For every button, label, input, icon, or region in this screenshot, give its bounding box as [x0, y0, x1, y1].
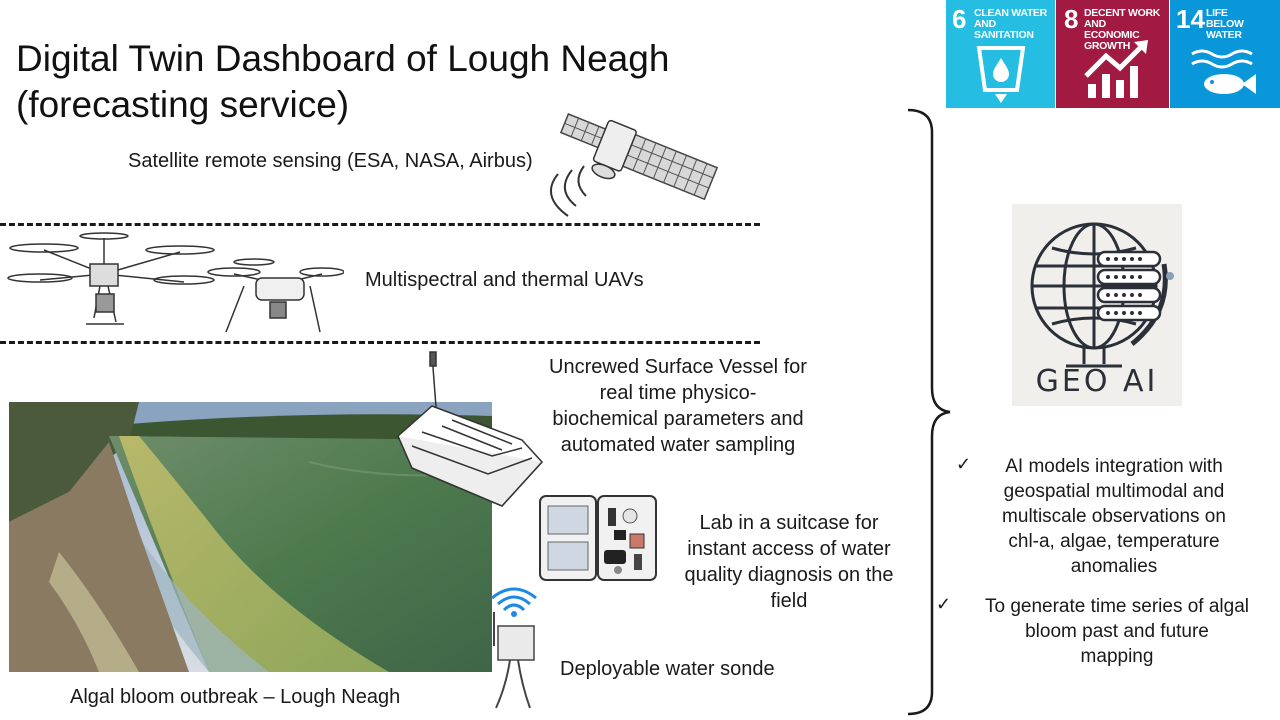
satellite-label: Satellite remote sensing (ESA, NASA, Air… [128, 150, 533, 172]
lab-label-line: instant access of water [687, 538, 891, 560]
outcome-line: mapping [1080, 646, 1154, 667]
photo-caption: Algal bloom outbreak – Lough Neagh [70, 686, 401, 708]
surface-vessel-icon [397, 351, 544, 507]
outcome-item: ✓ AI models integration with geospatial … [956, 454, 1256, 579]
sdg-6-tile: 6 CLEAN WATER AND SANITATION [946, 0, 1055, 108]
usv-label-line: Uncrewed Surface Vessel for [549, 356, 807, 378]
sdg-title-line: DECENT WORK AND [1084, 7, 1161, 30]
grouping-brace [907, 108, 951, 716]
lab-label-line: Lab in a suitcase for [699, 512, 879, 534]
outcome-text: To generate time series of algal bloom p… [958, 594, 1276, 669]
lab-label-line: field [770, 590, 808, 612]
sdg-title: LIFE BELOW WATER [1206, 8, 1280, 41]
sonde-label: Deployable water sonde [560, 658, 775, 680]
suitcase-lab-icon [539, 495, 657, 581]
sdg-number: 6 [952, 4, 967, 34]
lab-label: Lab in a suitcase for instant access of … [666, 510, 912, 614]
drone-icons [7, 232, 344, 333]
sdg-number: 14 [1176, 4, 1205, 34]
globe-icon [1030, 222, 1174, 368]
geo-ai-text: GEO AI [1035, 364, 1159, 399]
outcome-line: AI models integration with [1005, 456, 1223, 477]
outcome-line: bloom past and future [1025, 621, 1209, 642]
outcome-line: chl-a, algae, temperature [1008, 531, 1220, 552]
sdg-title-line: CLEAN WATER [974, 7, 1047, 19]
fish-icon [1191, 49, 1256, 94]
water-sonde-icon [491, 587, 537, 709]
sdg-title-line: LIFE [1206, 7, 1228, 19]
section-divider [0, 223, 760, 226]
checkmark-icon: ✓ [936, 594, 952, 614]
title-line-1: Digital Twin Dashboard of Lough Neagh [16, 38, 670, 79]
outcome-line: geospatial multimodal and [1003, 481, 1225, 502]
growth-chart-icon [1084, 40, 1148, 98]
sdg-14-tile: 14 LIFE BELOW WATER [1170, 0, 1280, 108]
title-line-2: (forecasting service) [16, 84, 350, 125]
usv-label: Uncrewed Surface Vessel for real time ph… [528, 354, 828, 458]
sdg-title-line: BELOW WATER [1206, 18, 1244, 41]
uav-label: Multispectral and thermal UAVs [365, 269, 644, 291]
sdg-title-line: ECONOMIC GROWTH [1084, 29, 1140, 52]
outcome-line: anomalies [1070, 556, 1158, 577]
usv-label-line: automated water sampling [560, 434, 796, 456]
page-title: Digital Twin Dashboard of Lough Neagh (f… [16, 36, 736, 128]
outcome-text: AI models integration with geospatial mu… [972, 454, 1256, 579]
usv-label-line: biochemical parameters and [552, 408, 804, 430]
outcome-item: ✓ To generate time series of algal bloom… [936, 594, 1276, 669]
satellite-icon [549, 113, 719, 217]
section-divider [0, 341, 760, 344]
outcome-line: multiscale observations on [1002, 506, 1226, 527]
sdg-title: CLEAN WATER AND SANITATION [974, 8, 1055, 41]
sdg-title: DECENT WORK AND ECONOMIC GROWTH [1084, 8, 1169, 52]
outcome-line: To generate time series of algal [984, 596, 1250, 617]
water-glass-icon [976, 46, 1026, 103]
lab-label-line: quality diagnosis on the [684, 564, 894, 586]
geo-ai-logo: GEO AI [1012, 204, 1182, 406]
sdg-title-line: AND SANITATION [974, 18, 1034, 41]
algal-bloom-photo [9, 402, 492, 672]
sdg-8-tile: 8 DECENT WORK AND ECONOMIC GROWTH [1056, 0, 1169, 108]
checkmark-icon: ✓ [956, 454, 972, 474]
sdg-number: 8 [1064, 4, 1079, 34]
usv-label-line: real time physico- [599, 382, 757, 404]
